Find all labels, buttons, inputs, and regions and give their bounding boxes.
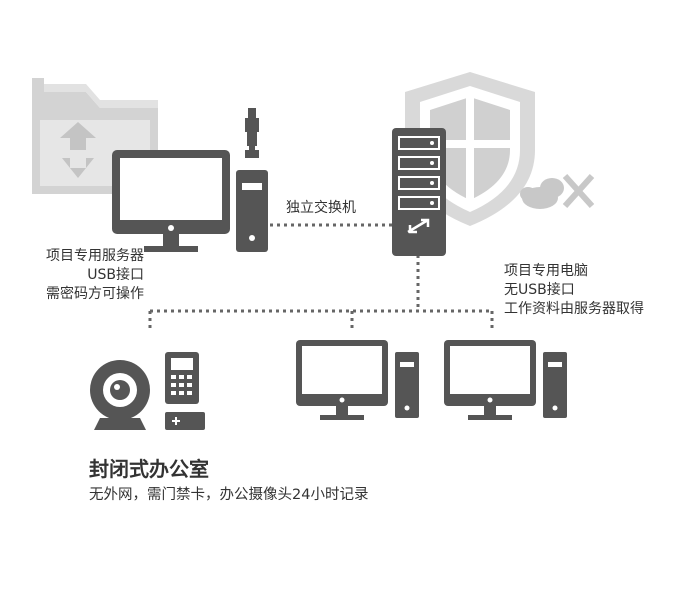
server-description: 项目专用服务器 USB接口 需密码方可操作 (20, 247, 144, 304)
pc-description: 项目专用电脑 无USB接口 工作资料由服务器取得 (504, 262, 644, 319)
workstation-1 (296, 340, 419, 420)
cloud-blocked-icon (520, 173, 595, 209)
monitor-icon (444, 340, 536, 420)
tower-case-icon (543, 352, 567, 418)
monitor-icon (296, 340, 388, 420)
workstation-2 (444, 340, 567, 420)
office-subtitle: 无外网，需门禁卡，办公摄像头24小时记录 (89, 487, 369, 503)
monitor-icon (112, 150, 230, 252)
pc-desc-line: 工作资料由服务器取得 (504, 301, 644, 317)
card-reader-icon (165, 412, 205, 430)
server-desc-line: USB接口 (87, 267, 144, 283)
switch-label: 独立交换机 (286, 200, 356, 216)
server-desc-line: 项目专用服务器 (46, 248, 144, 264)
server-icon (392, 128, 446, 256)
pc-desc-line: 无USB接口 (504, 282, 575, 298)
pc-desc-line: 项目专用电脑 (504, 263, 588, 279)
server-desc-line: 需密码方可操作 (46, 286, 144, 302)
tower-case-icon (395, 352, 419, 418)
access-keypad-icon (165, 352, 199, 404)
usb-drive-icon (245, 108, 259, 158)
office-title: 封闭式办公室 (89, 457, 209, 481)
dotted-connections (148, 223, 494, 332)
tower-case-icon (236, 170, 268, 252)
camera-icon (90, 360, 150, 430)
